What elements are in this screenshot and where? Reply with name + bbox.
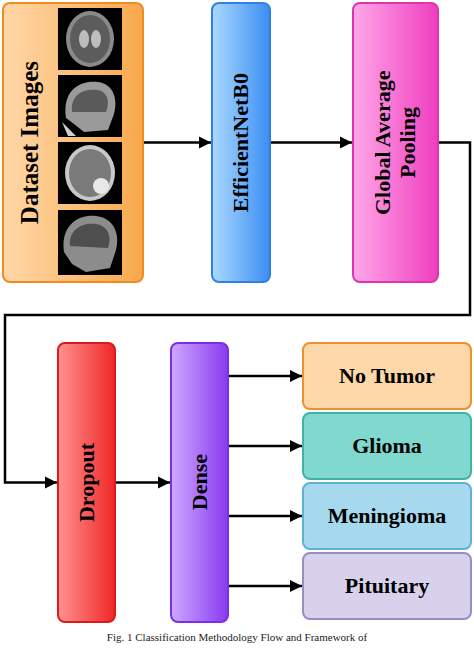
flow-arrow bbox=[229, 515, 302, 518]
flow-arrow bbox=[229, 585, 302, 588]
class-box: Glioma bbox=[302, 412, 472, 480]
node-label: Dense bbox=[187, 454, 212, 510]
node-label: Dropout bbox=[74, 443, 99, 522]
class-box: No Tumor bbox=[302, 342, 472, 410]
figure-caption: Fig. 1 Classification Methodology Flow a… bbox=[0, 631, 474, 643]
dropout-box: Dropout bbox=[57, 342, 116, 623]
pooling-box: Global Average Pooling bbox=[352, 2, 439, 283]
node-label: Glioma bbox=[352, 433, 422, 459]
node-label: EfficientNetB0 bbox=[228, 73, 253, 212]
flow-arrow bbox=[144, 141, 211, 144]
node-label: Dataset Images bbox=[16, 61, 45, 224]
node-label: Global Average Pooling bbox=[370, 43, 421, 243]
node-label: Pituitary bbox=[345, 573, 429, 599]
input-box: Dataset Images bbox=[2, 2, 144, 283]
dense-box: Dense bbox=[170, 342, 229, 623]
flow-arrow bbox=[271, 141, 352, 144]
node-label: No Tumor bbox=[339, 363, 435, 389]
node-label: Meningioma bbox=[328, 503, 447, 529]
class-box: Meningioma bbox=[302, 482, 472, 550]
flow-arrow bbox=[229, 445, 302, 448]
class-box: Pituitary bbox=[302, 552, 472, 620]
backbone-box: EfficientNetB0 bbox=[211, 2, 271, 283]
flow-arrow bbox=[116, 481, 170, 484]
flow-arrow bbox=[229, 375, 302, 378]
